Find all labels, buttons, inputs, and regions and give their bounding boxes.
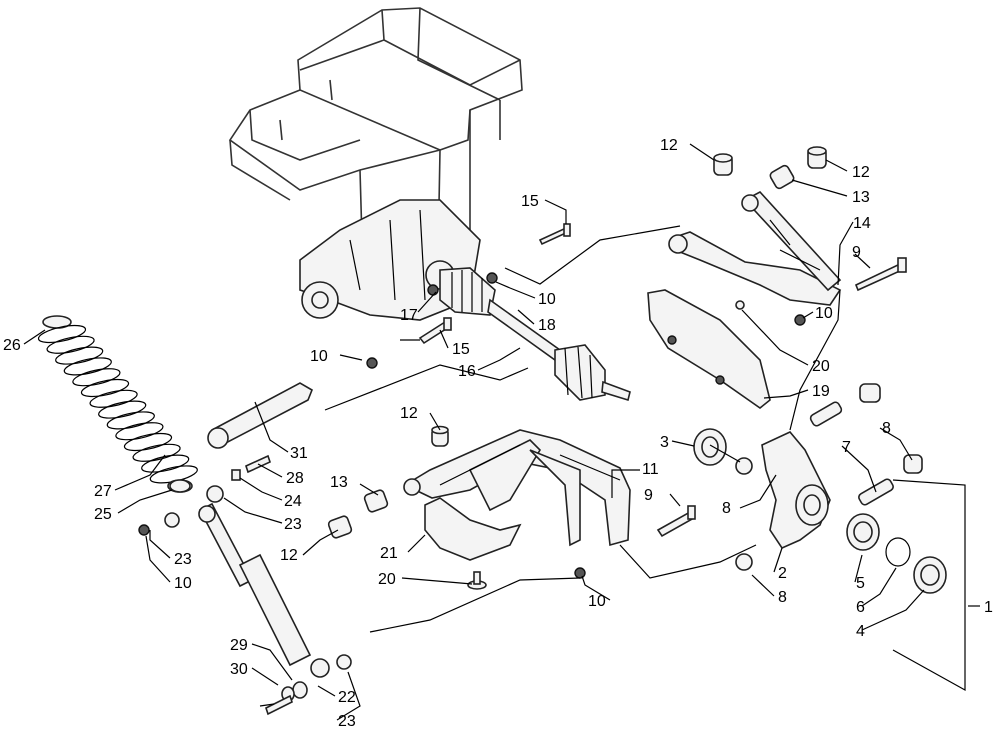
spanner-wrench — [207, 382, 313, 449]
callout-1: 1 — [984, 599, 993, 616]
callout-22: 22 — [338, 689, 356, 706]
callout-8-b: 8 — [722, 500, 731, 517]
callout-26: 26 — [3, 337, 21, 354]
lower-skid-guard — [424, 497, 522, 561]
upper-guard — [647, 289, 771, 409]
callout-3: 3 — [660, 434, 669, 451]
callout-9-a: 9 — [852, 244, 861, 261]
pin-7-a — [809, 401, 843, 427]
callout-17: 17 — [400, 307, 418, 324]
spring-coil — [115, 422, 164, 441]
callout-21: 21 — [380, 545, 398, 562]
bushing-23-c — [336, 654, 352, 670]
callout-20-b: 20 — [378, 571, 396, 588]
knuckle — [761, 431, 831, 550]
spring-coil — [55, 346, 104, 365]
callout-13-a: 13 — [852, 189, 870, 206]
callout-12-a: 12 — [660, 137, 678, 154]
callout-31: 31 — [290, 445, 308, 462]
callout-24: 24 — [284, 493, 302, 510]
washer-24 — [231, 469, 241, 481]
callout-23-b: 23 — [174, 551, 192, 568]
spring-coil — [37, 324, 87, 344]
nut-10-d — [574, 567, 586, 579]
bolt-29 — [265, 694, 293, 716]
spring-coil — [98, 400, 147, 419]
bearing-5 — [846, 513, 880, 551]
bolt-20-lower — [467, 571, 487, 590]
callout-14: 14 — [853, 215, 871, 232]
bushing-23-a — [164, 512, 180, 528]
nut-10-e — [138, 524, 150, 536]
bolt-9-upper — [854, 257, 907, 292]
upper-a-arm — [668, 191, 842, 306]
callout-23-a: 23 — [284, 516, 302, 533]
callout-15-b: 15 — [452, 341, 470, 358]
spring-coil — [63, 357, 112, 376]
callout-16: 16 — [458, 363, 476, 380]
spring-coil — [72, 368, 121, 387]
spring-coil — [89, 389, 138, 408]
callout-10-a: 10 — [538, 291, 556, 308]
callout-10-d: 10 — [588, 593, 606, 610]
callout-10-c: 10 — [310, 348, 328, 365]
spring-coil — [123, 432, 173, 452]
bushing-8-a — [859, 383, 881, 403]
callout-9-b: 9 — [644, 487, 653, 504]
frame-assembly — [228, 7, 523, 261]
spring-coil — [46, 335, 95, 354]
spring-coil — [106, 411, 155, 430]
callout-15-a: 15 — [521, 193, 539, 210]
callout-11: 11 — [642, 461, 659, 478]
seal-3 — [693, 428, 727, 466]
callout-5: 5 — [856, 575, 865, 592]
callout-28: 28 — [286, 470, 304, 487]
callout-23-c: 23 — [338, 713, 356, 730]
callout-20-a: 20 — [812, 358, 830, 375]
callout-13-b: 13 — [330, 474, 348, 491]
nut-10-b — [794, 314, 806, 326]
callout-6: 6 — [856, 599, 865, 616]
callout-27: 27 — [94, 483, 112, 500]
bushing-top — [713, 146, 827, 190]
callout-2: 2 — [778, 565, 787, 582]
axle-shaft-assembly — [427, 267, 631, 402]
spring-coil — [80, 378, 130, 398]
callout-12-d: 12 — [280, 547, 298, 564]
callout-19: 19 — [812, 383, 830, 400]
nut-10-c — [366, 357, 378, 369]
bushing-8-b — [903, 454, 923, 474]
bushing-8-c — [735, 457, 753, 475]
retainer-25 — [169, 479, 191, 493]
guide-lines — [324, 225, 966, 692]
bushing-22 — [292, 681, 308, 699]
callout-29: 29 — [230, 637, 248, 654]
callout-8-a: 8 — [882, 420, 891, 437]
callout-12-c: 12 — [400, 405, 418, 422]
snap-ring-6 — [885, 537, 911, 567]
callout-10-b: 10 — [815, 305, 833, 322]
bushing-8-d — [735, 553, 753, 571]
callout-8-c: 8 — [778, 589, 787, 606]
callout-10-e: 10 — [174, 575, 192, 592]
shock-absorber — [198, 485, 330, 678]
callout-7: 7 — [842, 439, 851, 456]
bolt-9-lower — [656, 505, 696, 538]
coil-spring — [37, 315, 198, 493]
callout-25: 25 — [94, 506, 112, 523]
spring-coil — [132, 443, 181, 462]
callout-30: 30 — [230, 661, 248, 678]
bolt-15-lower — [418, 317, 452, 345]
lower-a-arm — [403, 429, 631, 547]
seal-4 — [913, 556, 947, 594]
callout-labels: 12 12 13 14 9 15 10 10 17 18 15 10 16 20… — [3, 137, 993, 730]
callout-4: 4 — [856, 623, 865, 640]
callout-12-b: 12 — [852, 164, 870, 181]
leader-lines — [23, 143, 980, 721]
bolt-15-upper — [538, 223, 571, 246]
nut-10-a — [486, 272, 498, 284]
callout-18: 18 — [538, 317, 556, 334]
